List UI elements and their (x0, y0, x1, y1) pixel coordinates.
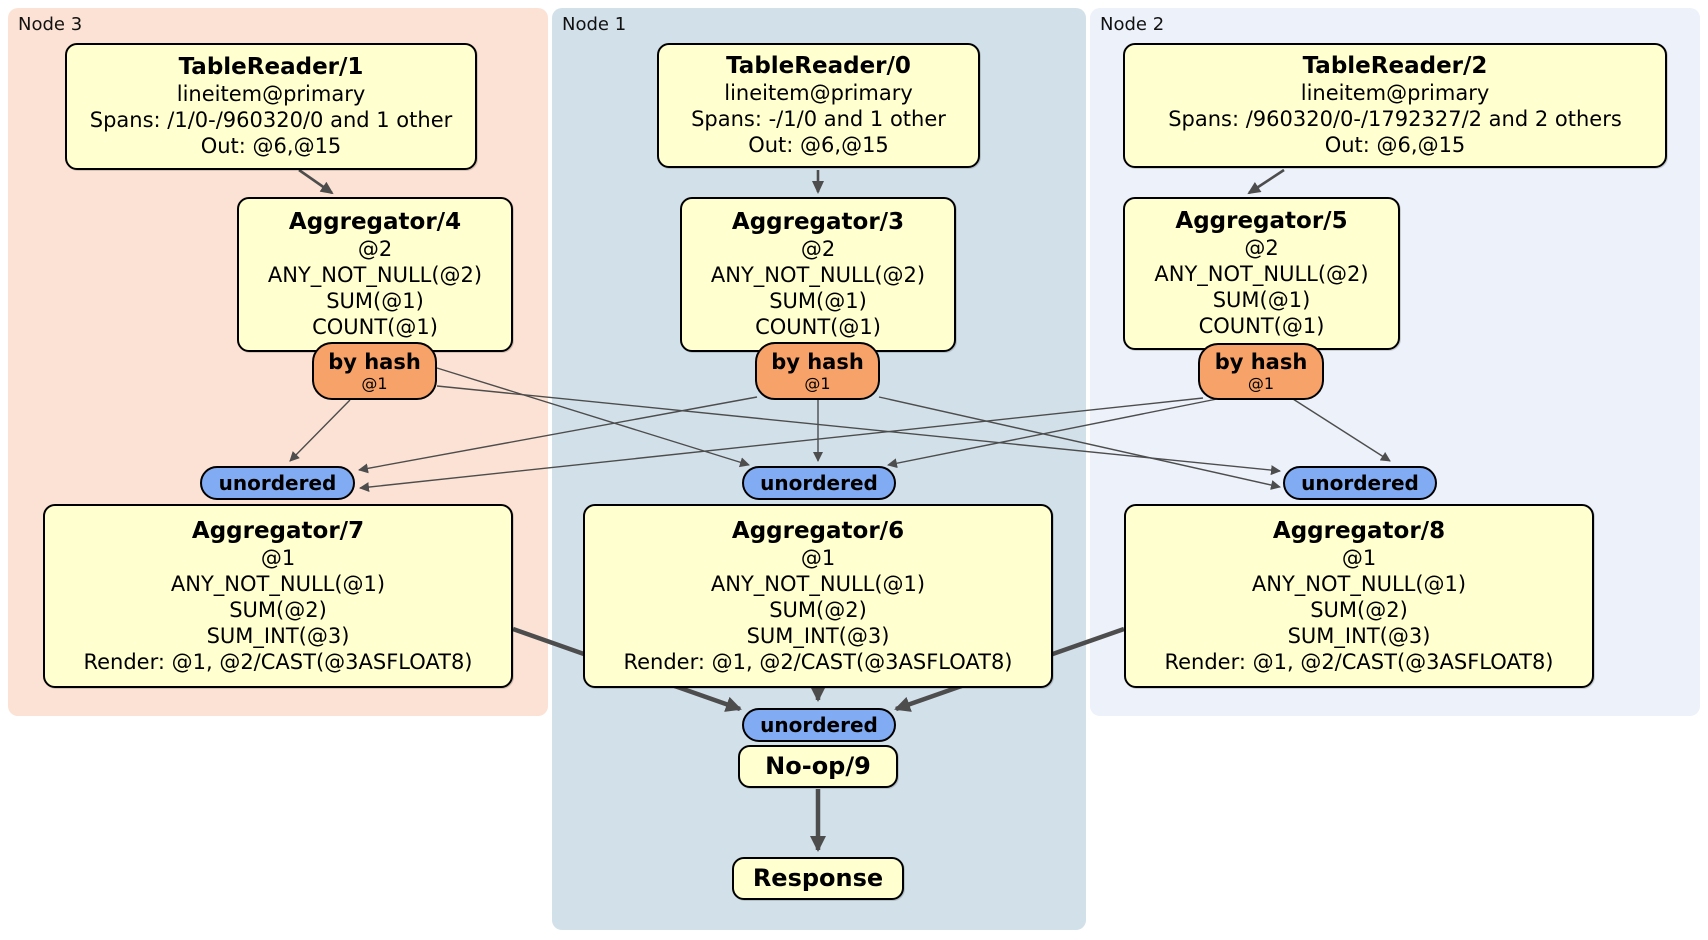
processor-title: Aggregator/3 (731, 209, 905, 235)
processor-aggregator-4: Aggregator/4 @2 ANY_NOT_NULL(@2) SUM(@1)… (237, 197, 513, 352)
sync-label: unordered (760, 471, 878, 495)
router-sublabel: @1 (1247, 374, 1275, 393)
processor-detail: Spans: -/1/0 and 1 other (691, 107, 946, 131)
router-by-hash-node3: by hash @1 (312, 342, 437, 400)
processor-response: Response (732, 857, 904, 900)
processor-detail: SUM(@1) (326, 289, 424, 313)
processor-title: Aggregator/4 (288, 209, 462, 235)
processor-aggregator-5: Aggregator/5 @2 ANY_NOT_NULL(@2) SUM(@1)… (1123, 197, 1400, 350)
processor-detail: Out: @6,@15 (748, 133, 889, 157)
edge-byhash-node1-unordered-node2 (878, 396, 1281, 490)
processor-detail: COUNT(@1) (755, 315, 881, 339)
router-by-hash-node2: by hash @1 (1198, 343, 1324, 400)
sync-unordered-node1: unordered (742, 466, 896, 500)
sync-unordered-node2: unordered (1283, 466, 1437, 500)
sync-label: unordered (1301, 471, 1419, 495)
edge-tablereader1-aggregator4 (298, 168, 334, 195)
processor-detail: @1 (1341, 545, 1377, 570)
processor-title: No-op/9 (765, 752, 871, 780)
processor-title: Aggregator/8 (1272, 517, 1446, 544)
processor-detail: Render: @1, @2/CAST(@3ASFLOAT8) (83, 649, 473, 674)
router-sublabel: @1 (804, 373, 831, 393)
processor-detail: @2 (800, 237, 836, 261)
processor-detail: COUNT(@1) (312, 315, 438, 339)
processor-detail: lineitem@primary (176, 82, 366, 106)
processor-title: TableReader/1 (178, 54, 364, 80)
processor-title: TableReader/0 (726, 53, 911, 79)
router-by-hash-node1: by hash @1 (755, 342, 880, 400)
region-label-node3: Node 3 (18, 14, 83, 35)
processor-detail: SUM(@1) (1212, 288, 1311, 312)
edge-tablereader2-aggregator5 (1247, 168, 1285, 195)
processor-detail: COUNT(@1) (1198, 314, 1325, 338)
processor-detail: ANY_NOT_NULL(@2) (267, 263, 483, 287)
edge-byhash-node3-unordered-node3 (289, 399, 351, 462)
processor-title: Aggregator/5 (1175, 208, 1348, 234)
edge-byhash-node2-unordered-node2 (1292, 398, 1391, 462)
processor-detail: lineitem@primary (724, 81, 913, 105)
router-label: by hash (328, 349, 421, 374)
processor-title: Response (752, 864, 884, 892)
processor-detail: ANY_NOT_NULL(@2) (1154, 262, 1369, 286)
region-label-node2: Node 2 (1100, 14, 1165, 35)
sync-unordered-final: unordered (742, 708, 896, 742)
processor-detail: ANY_NOT_NULL(@1) (170, 571, 386, 596)
processor-detail: SUM_INT(@3) (206, 623, 350, 648)
sync-unordered-node3: unordered (200, 466, 355, 500)
processor-aggregator-7: Aggregator/7 @1 ANY_NOT_NULL(@1) SUM(@2)… (43, 504, 513, 688)
processor-detail: @2 (357, 237, 393, 261)
processor-aggregator-3: Aggregator/3 @2 ANY_NOT_NULL(@2) SUM(@1)… (680, 197, 956, 352)
processor-tablereader-2: TableReader/2 lineitem@primary Spans: /9… (1123, 43, 1667, 168)
processor-detail: @1 (800, 545, 836, 570)
processor-noop-9: No-op/9 (738, 745, 898, 788)
processor-detail: Render: @1, @2/CAST(@3ASFLOAT8) (1164, 649, 1554, 674)
processor-detail: @1 (260, 545, 296, 570)
router-label: by hash (1214, 350, 1308, 374)
processor-title: TableReader/2 (1302, 53, 1488, 79)
processor-detail: lineitem@primary (1300, 81, 1490, 105)
processor-detail: Spans: /960320/0-/1792327/2 and 2 others (1168, 107, 1622, 131)
router-label: by hash (771, 349, 864, 374)
edge-byhash-node2-unordered-node1 (887, 397, 1223, 469)
processor-title: Aggregator/6 (731, 517, 905, 544)
edge-byhash-node2-unordered-node3 (359, 397, 1204, 493)
processor-tablereader-1: TableReader/1 lineitem@primary Spans: /1… (65, 43, 477, 170)
processor-detail: SUM(@2) (229, 597, 327, 622)
processor-detail: Spans: /1/0-/960320/0 and 1 other (89, 108, 453, 132)
processor-detail: SUM(@1) (769, 289, 867, 313)
processor-detail: SUM_INT(@3) (1287, 623, 1431, 648)
processor-tablereader-0: TableReader/0 lineitem@primary Spans: -/… (657, 43, 980, 168)
sync-label: unordered (760, 713, 878, 737)
edge-byhash-node3-unordered-node2 (436, 385, 1281, 476)
processor-detail: SUM_INT(@3) (746, 623, 890, 648)
processor-detail: Out: @6,@15 (1324, 133, 1466, 157)
processor-detail: Out: @6,@15 (200, 134, 342, 158)
sync-label: unordered (218, 471, 337, 495)
edge-byhash-node1-unordered-node3 (358, 396, 758, 474)
processor-detail: ANY_NOT_NULL(@2) (710, 263, 926, 287)
processor-detail: SUM(@2) (1310, 597, 1408, 622)
processor-aggregator-8: Aggregator/8 @1 ANY_NOT_NULL(@1) SUM(@2)… (1124, 504, 1594, 688)
processor-detail: @2 (1244, 236, 1279, 260)
region-label-node1: Node 1 (562, 14, 627, 35)
processor-detail: ANY_NOT_NULL(@1) (1251, 571, 1467, 596)
edge-byhash-node3-unordered-node1 (436, 367, 750, 468)
processor-aggregator-6: Aggregator/6 @1 ANY_NOT_NULL(@1) SUM(@2)… (583, 504, 1053, 688)
router-sublabel: @1 (361, 373, 388, 393)
processor-title: Aggregator/7 (191, 517, 365, 544)
processor-detail: Render: @1, @2/CAST(@3ASFLOAT8) (623, 649, 1013, 674)
processor-detail: SUM(@2) (769, 597, 867, 622)
processor-detail: ANY_NOT_NULL(@1) (710, 571, 926, 596)
